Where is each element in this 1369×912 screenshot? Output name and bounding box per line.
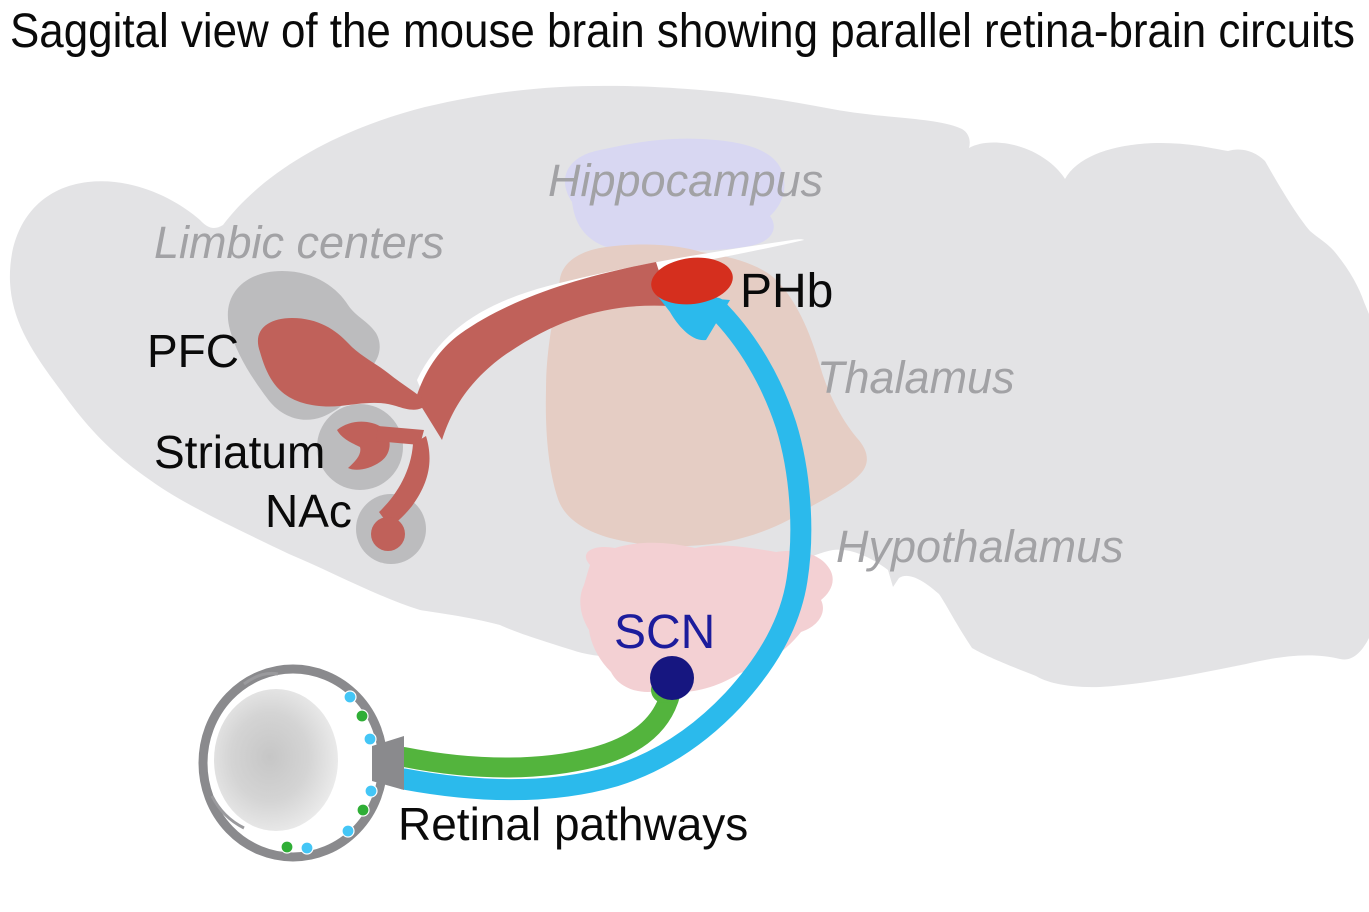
retinal-pathways-label: Retinal pathways	[398, 798, 748, 850]
limbic-pathway	[257, 262, 670, 551]
scn-label: SCN	[614, 606, 715, 659]
limbic-pathway-pfc-terminal	[257, 318, 427, 410]
phb-pathway-band	[393, 297, 812, 801]
eye-ring-fold-bottom	[210, 795, 245, 830]
retinal-cell-dot	[364, 784, 378, 798]
retinal-cell-dot	[341, 824, 355, 838]
striatum-label: Striatum	[154, 426, 325, 478]
diagram-title: Saggital view of the mouse brain showing…	[10, 5, 1355, 58]
limbic-pathway-striatum-bridge	[376, 426, 424, 445]
pfc-label: PFC	[147, 325, 239, 377]
limbic-centers-label: Limbic centers	[154, 217, 444, 268]
nac-label: NAc	[265, 485, 352, 537]
retinal-cell-dot	[280, 840, 294, 854]
eye-lens	[214, 689, 338, 831]
scn-pathway-band	[394, 671, 682, 778]
limbic-pathway-nac-terminal	[371, 517, 405, 551]
hippocampus-region	[564, 138, 785, 251]
hypothalamus-label: Hypothalamus	[836, 521, 1124, 572]
phb-pathway-flare	[656, 294, 730, 341]
optic-nerve-head	[372, 736, 404, 790]
hippocampus-label: Hippocampus	[548, 155, 823, 206]
limbic-pathway-nac-stem	[379, 436, 430, 527]
limbic-pathway-striatum-terminal	[337, 421, 390, 470]
retinal-cell-dot	[356, 803, 370, 817]
phb-nucleus	[651, 257, 733, 305]
retinal-cell-dot	[300, 841, 314, 855]
phb-pathway	[393, 294, 812, 801]
eye	[198, 664, 404, 862]
retinal-cell-dot	[343, 690, 357, 704]
retinal-cell-dot	[355, 709, 369, 723]
retinal-ganglion-cells	[280, 690, 378, 855]
scn-nucleus	[650, 656, 694, 700]
thalamus-label: Thalamus	[817, 352, 1015, 403]
retinal-cell-dot	[363, 732, 377, 746]
eye-ring-fold-top	[243, 671, 279, 686]
limbic-pathway-main-band	[416, 262, 670, 440]
phb-label: PHb	[740, 265, 833, 318]
